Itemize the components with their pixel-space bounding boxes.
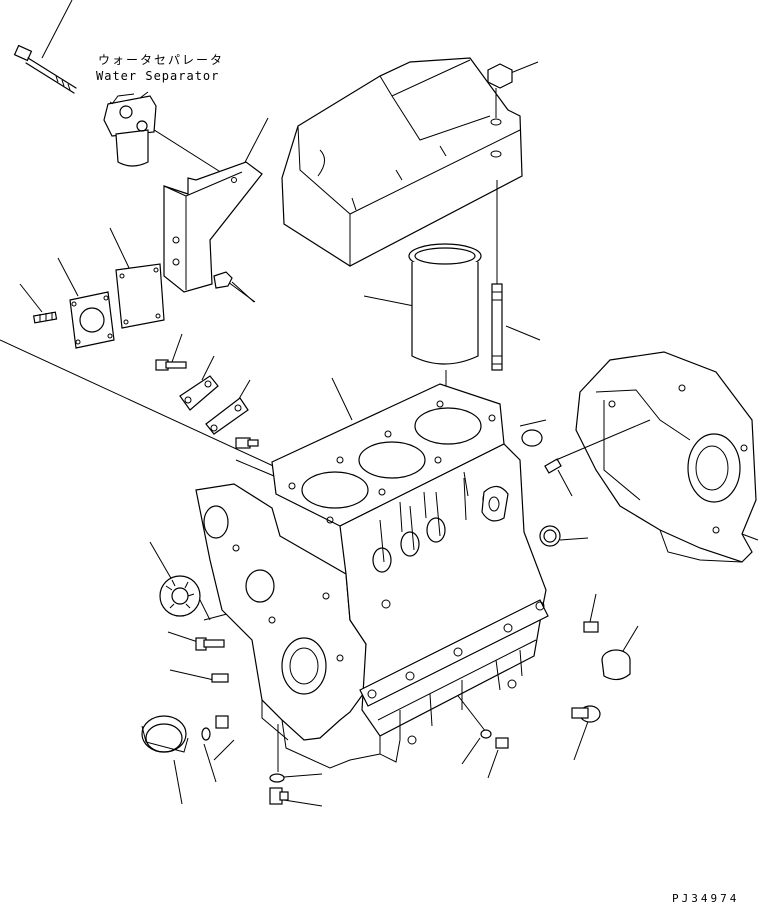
- drain-plug-right: [571, 705, 601, 723]
- cylinder-liner: [408, 243, 482, 365]
- drain-cock: [269, 787, 289, 805]
- flywheel-housing: [575, 351, 759, 563]
- gasket-plate: [69, 291, 115, 349]
- seal-ring: [539, 525, 561, 547]
- side-plug-small: [583, 621, 599, 633]
- housing-dowel: [544, 419, 651, 474]
- small-bolt-left: [155, 359, 187, 371]
- leader-lines: [0, 0, 639, 807]
- front-bolt: [195, 637, 225, 651]
- water-plug: [235, 437, 259, 449]
- cylinder-block: [195, 383, 549, 769]
- side-plug-large: [601, 649, 631, 681]
- water-separator-label-jp: ウォータセパレータ: [98, 53, 224, 67]
- crank-gear: [159, 575, 201, 617]
- o-ring-small: [201, 727, 211, 741]
- pan-bolt: [495, 737, 509, 749]
- separator-bracket: [163, 161, 263, 303]
- expansion-plug: [521, 429, 543, 447]
- oil-seal: [141, 715, 189, 753]
- pan-washer: [480, 729, 492, 739]
- water-separator: [103, 91, 157, 167]
- head-stud: [445, 180, 503, 410]
- front-dowel: [211, 673, 229, 683]
- small-plug: [215, 715, 229, 729]
- small-gaskets: [179, 375, 249, 435]
- water-separator-label-en: Water Separator: [96, 69, 219, 83]
- drawing-number: PJ34974: [672, 892, 739, 905]
- cylinder-head: [281, 57, 523, 267]
- head-nut: [487, 63, 513, 118]
- stud-bolt: [32, 311, 58, 324]
- drain-washer: [269, 773, 285, 783]
- water-separator-bolt: [13, 44, 77, 94]
- cover-plate: [115, 263, 165, 329]
